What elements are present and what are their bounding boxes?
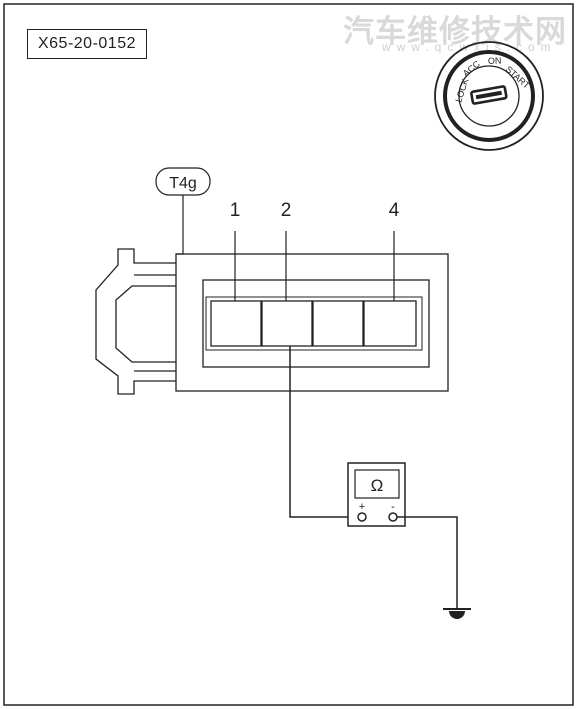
connector-pin-2 (261, 300, 313, 347)
ground-icon (443, 608, 471, 619)
connector-inner-frame (205, 296, 423, 351)
connector-t4g (95, 248, 449, 395)
watermark-title: 汽车维修技术网 (343, 14, 567, 50)
connector-latch (95, 248, 176, 395)
pin-labels: 1 2 4 (230, 200, 400, 301)
diagram-frame (3, 3, 574, 706)
connector-pin-4 (363, 300, 417, 347)
connector-label-leader (176, 195, 184, 255)
connector-label: T4g (155, 167, 211, 196)
ignition-pos-on: ON (488, 56, 502, 66)
pin-label-1: 1 (230, 200, 241, 221)
probe-wire-positive (289, 346, 361, 518)
connector-pin-3 (312, 300, 364, 347)
meter-symbol: Ω (371, 476, 384, 495)
pin-label-4: 4 (389, 200, 400, 221)
probe-wire-negative (397, 516, 458, 608)
reference-code-label: X65-20-0152 (27, 29, 147, 59)
connector-cavity-frame (202, 279, 430, 368)
meter-positive-terminal (357, 512, 367, 522)
ignition-switch: LOCK ACC ON START (434, 41, 544, 151)
meter-positive-label: + (359, 501, 365, 513)
ignition-pos-lock: LOCK (453, 77, 470, 103)
meter-negative-terminal (388, 512, 398, 522)
meter-negative-label: - (391, 501, 395, 513)
pin-label-2: 2 (281, 200, 292, 221)
connector-pin-1 (210, 300, 262, 347)
ignition-inner-ring (458, 65, 520, 127)
ignition-key-icon (470, 85, 508, 105)
ignition-outer-ring (434, 41, 544, 151)
connector-id: T4g (169, 175, 197, 192)
connector-body (175, 253, 449, 392)
connector-latch-inner (115, 285, 176, 363)
ohmmeter-icon: Ω + - (347, 462, 406, 527)
ignition-mid-ring (443, 50, 535, 142)
